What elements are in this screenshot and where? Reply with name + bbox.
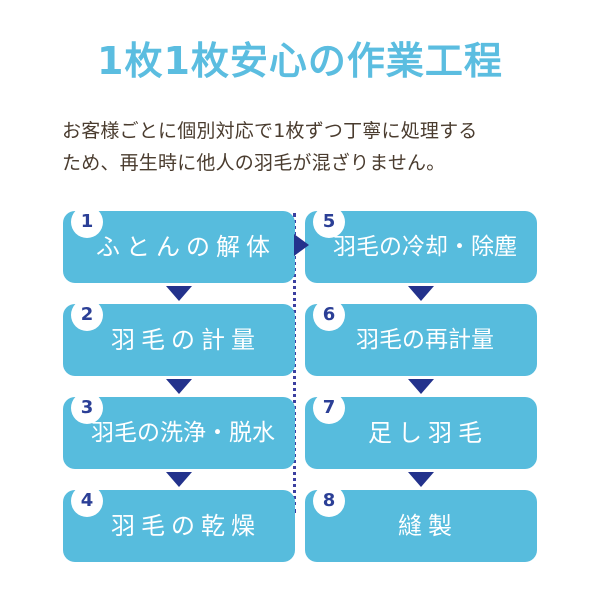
step-label: 羽毛の計量 [111, 326, 261, 354]
step-number-badge: 2 [71, 299, 103, 331]
page-title: 1枚1枚安心の作業工程 [97, 39, 503, 83]
step-number-badge: 3 [71, 392, 103, 424]
step-label: 羽毛の再計量 [356, 327, 494, 353]
step-label: 羽毛の洗浄・脱水 [91, 420, 275, 446]
step-number-badge: 7 [313, 392, 345, 424]
intro-line-1: お客様ごとに個別対応で1枚ずつ丁寧に処理する [62, 120, 478, 142]
step-number-badge: 4 [71, 485, 103, 517]
step-label: 足し羽毛 [368, 419, 488, 447]
step-label: 縫製 [398, 512, 458, 540]
step-label: ふとんの解体 [96, 233, 276, 261]
arrow-down-icon [166, 379, 192, 394]
flow-step-4[interactable]: 4 羽毛の乾燥 [63, 485, 295, 562]
flow-step-5[interactable]: 5 羽毛の冷却・除塵 [305, 206, 537, 301]
intro-paragraph: お客様ごとに個別対応で1枚ずつ丁寧に処理する ため、再生時に他人の羽毛が混ざりま… [62, 115, 547, 179]
flow-column-right: 5 羽毛の冷却・除塵 6 羽毛の再計量 7 足し羽毛 8 縫製 [305, 206, 537, 562]
step-label: 羽毛の乾燥 [111, 512, 261, 540]
arrow-down-icon [408, 472, 434, 487]
arrow-down-icon [408, 286, 434, 301]
intro-line-2: ため、再生時に他人の羽毛が混ざりません。 [62, 152, 446, 174]
step-label: 羽毛の冷却・除塵 [333, 234, 517, 260]
flow-step-6[interactable]: 6 羽毛の再計量 [305, 299, 537, 394]
arrow-down-icon [408, 379, 434, 394]
flow-step-7[interactable]: 7 足し羽毛 [305, 392, 537, 487]
step-number-badge: 8 [313, 485, 345, 517]
arrow-down-icon [166, 472, 192, 487]
flow-step-2[interactable]: 2 羽毛の計量 [63, 299, 295, 394]
flow-step-3[interactable]: 3 羽毛の洗浄・脱水 [63, 392, 295, 487]
step-number-badge: 5 [313, 206, 345, 238]
step-number-badge: 1 [71, 206, 103, 238]
arrow-down-icon [166, 286, 192, 301]
step-number-badge: 6 [313, 299, 345, 331]
flow-step-1[interactable]: 1 ふとんの解体 [63, 206, 295, 301]
arrow-right-icon [294, 234, 309, 256]
flow-step-8[interactable]: 8 縫製 [305, 485, 537, 562]
flow-column-left: 1 ふとんの解体 2 羽毛の計量 3 羽毛の洗浄・脱水 4 羽毛の乾燥 [63, 206, 295, 562]
